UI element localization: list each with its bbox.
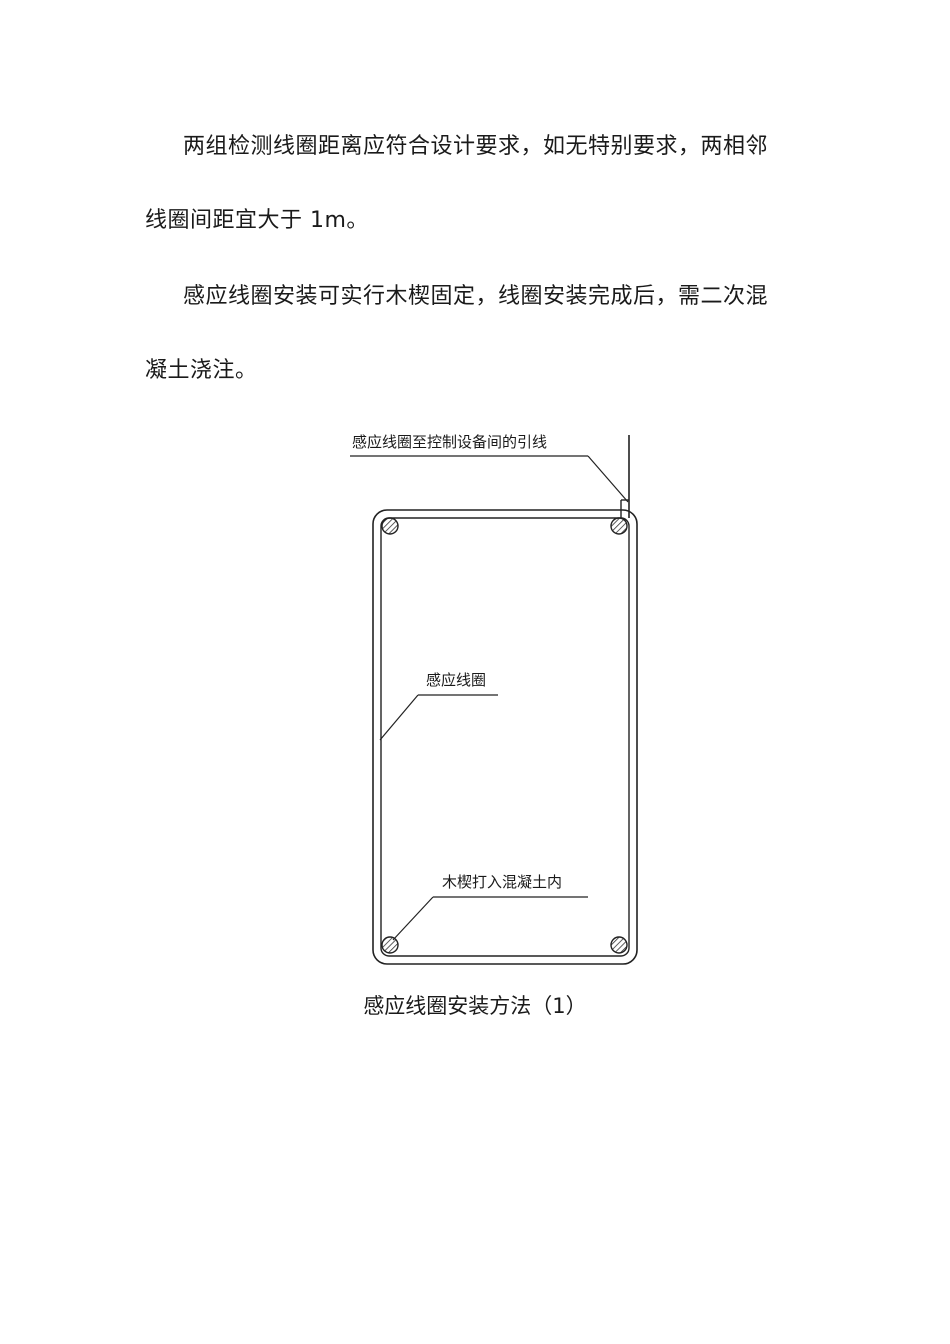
paragraph-2-line-2: 凝土浇注。 [145,358,258,383]
leader-lead-pointer [587,455,629,503]
paragraph-2-line-1: 感应线圈安装可实行木楔固定，线圈安装完成后，需二次混 [183,284,769,309]
coil-inner-outline [380,517,630,957]
paragraph-1-line-1: 两组检测线圈距离应符合设计要求，如无特别要求，两相邻 [183,134,769,159]
label-lead-wire: 感应线圈至控制设备间的引线 [352,433,547,451]
label-coil: 感应线圈 [426,671,486,689]
leader-wedge-pointer [392,896,434,941]
wedge-bottom-left [381,936,399,954]
paragraph-1-line-2: 线圈间距宜大于 1m。 [145,208,369,233]
leader-coil-pointer [379,694,419,741]
figure-caption: 感应线圈安装方法（1） [363,994,587,1018]
label-wedge: 木楔打入混凝土内 [442,873,562,891]
coil-outer-outline [372,509,638,965]
wedge-top-left [381,517,399,535]
wedge-bottom-right [610,936,628,954]
wedge-top-right [610,517,628,535]
